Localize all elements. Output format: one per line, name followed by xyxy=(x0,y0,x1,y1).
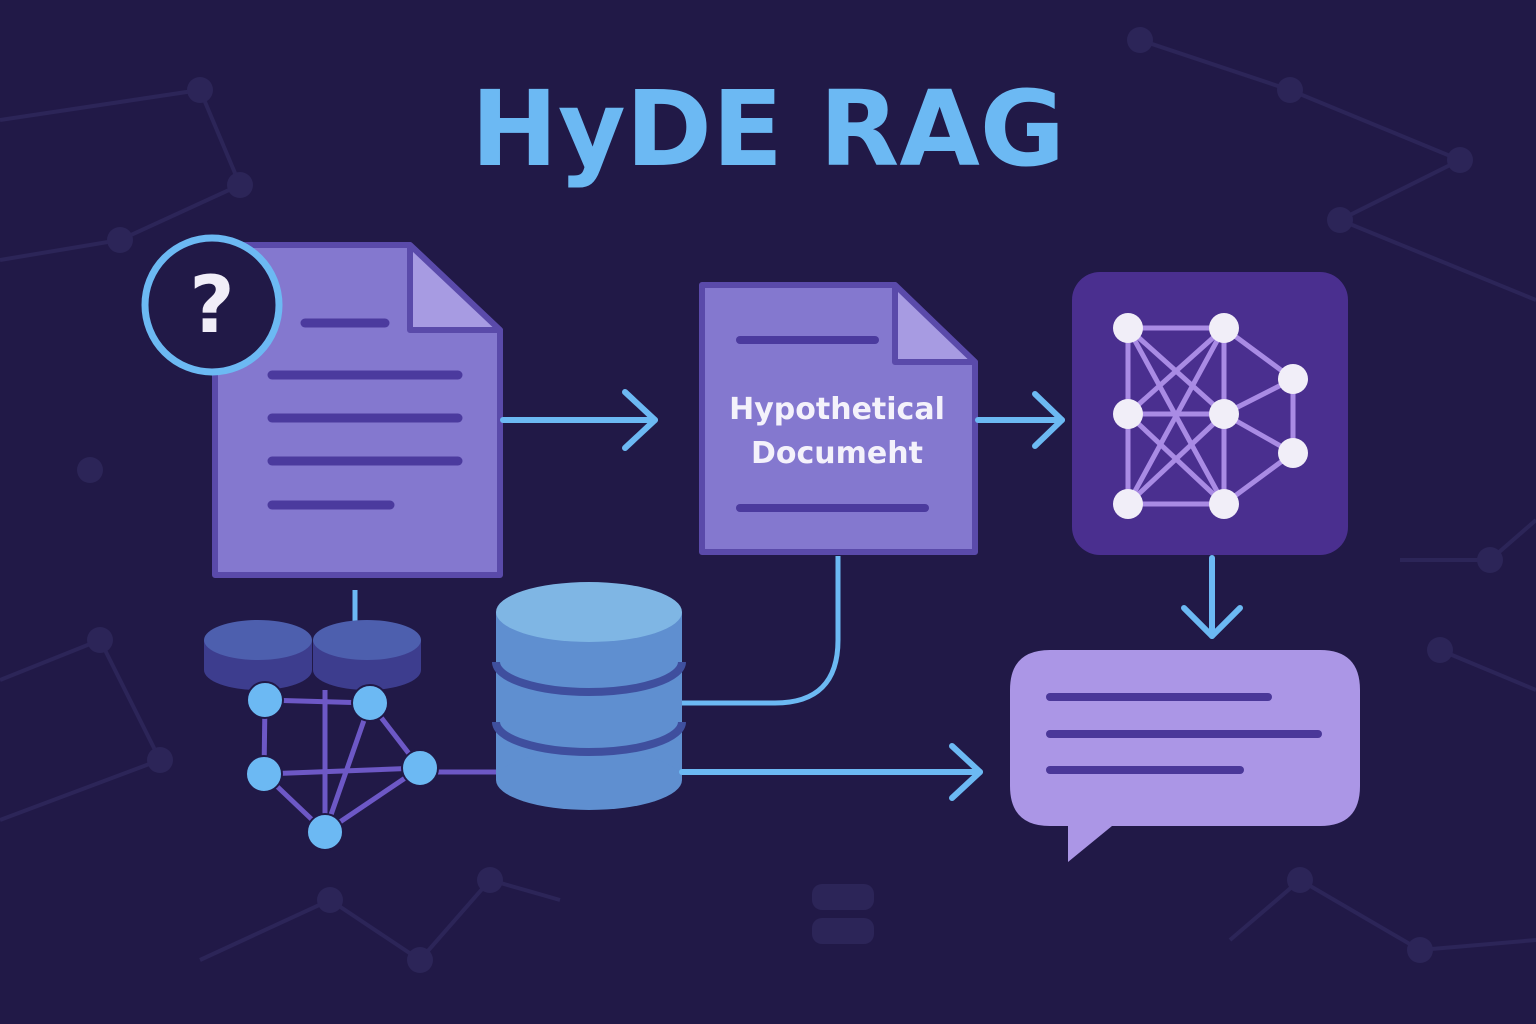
database-icon xyxy=(492,582,686,810)
arrow-database-to-answer xyxy=(679,743,983,801)
neural-network-icon xyxy=(1072,272,1348,555)
arrow-hypothetical-to-encoder xyxy=(975,391,1065,449)
chat-bubble-icon xyxy=(1010,650,1360,862)
embedding-store-icon xyxy=(204,620,421,690)
hypothetical-document-label-line2: Documeht xyxy=(751,436,923,471)
arrow-query-to-hypothetical xyxy=(500,389,658,451)
hypothetical-document-label-line1: Hypothetical xyxy=(729,392,945,427)
connector-hypothetical-to-database xyxy=(682,556,841,706)
background-network-nodes xyxy=(77,27,1503,973)
query-document-icon xyxy=(212,242,503,578)
question-icon: ? xyxy=(141,234,283,376)
embedding-graph-icon xyxy=(245,681,500,851)
question-mark: ? xyxy=(189,261,234,351)
arrow-encoder-to-answer xyxy=(1181,555,1243,639)
page-title: HyDE RAG xyxy=(471,68,1065,190)
hypothetical-document-icon: Hypothetical Documeht xyxy=(699,282,978,555)
